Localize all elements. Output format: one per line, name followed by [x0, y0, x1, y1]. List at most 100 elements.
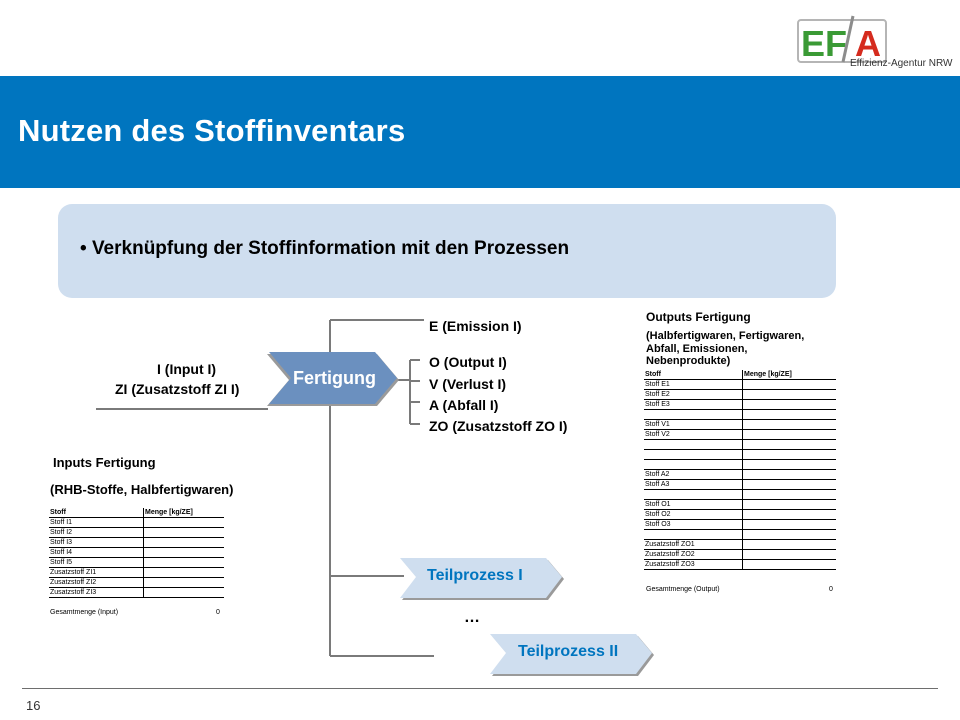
- table-cell-menge: [742, 509, 836, 520]
- table-row: [644, 409, 836, 420]
- table-cell-stoff: [644, 490, 743, 500]
- logo-letters-left: EF: [801, 23, 847, 64]
- table-row: Zusatzstoff ZO1: [644, 539, 836, 550]
- inputs-table-header: Stoff Menge [kg/ZE]: [49, 508, 224, 518]
- input-label: I (Input I): [157, 361, 217, 377]
- table-cell-stoff: [644, 450, 743, 460]
- outputs-total-value: 0: [829, 586, 833, 593]
- outputs-total-label: Gesamtmenge (Output): [646, 586, 720, 593]
- output-emission-label: E (Emission I): [429, 318, 522, 334]
- table-row: Stoff I2: [49, 527, 224, 538]
- table-cell-stoff: Stoff E1: [645, 381, 670, 388]
- table-row: Stoff A2: [644, 469, 836, 480]
- table-row: Stoff O1: [644, 499, 836, 510]
- table-row: Stoff O2: [644, 509, 836, 520]
- table-cell-stoff: Stoff I3: [50, 539, 73, 546]
- table-row: Stoff I3: [49, 537, 224, 548]
- table-cell-menge: [143, 517, 224, 528]
- table-row: [644, 489, 836, 500]
- table-cell-menge: [742, 379, 836, 390]
- table-cell-menge: [143, 547, 224, 558]
- outputs-table-header: Stoff Menge [kg/ZE]: [644, 370, 836, 380]
- table-cell-stoff: Zusatzstoff ZO3: [645, 561, 695, 568]
- table-cell-menge: [742, 549, 836, 560]
- output-output-label: O (Output I): [429, 354, 507, 370]
- outputs-col-stoff: Stoff: [645, 371, 661, 378]
- table-row: Zusatzstoff ZO2: [644, 549, 836, 560]
- outputs-heading: Outputs Fertigung: [646, 310, 751, 324]
- inputs-heading: Inputs Fertigung: [53, 455, 156, 470]
- table-row: [644, 459, 836, 470]
- subprocess-1-label: Teilprozess I: [427, 567, 523, 584]
- output-abfall-label: A (Abfall I): [429, 397, 499, 413]
- inputs-col-menge: Menge [kg/ZE]: [143, 508, 224, 518]
- table-cell-menge: [742, 419, 836, 430]
- table-row: Stoff I1: [49, 517, 224, 528]
- table-cell-stoff: Stoff I2: [50, 529, 73, 536]
- efa-logo: EF A: [797, 15, 887, 64]
- table-row: Zusatzstoff ZI2: [49, 577, 224, 588]
- table-cell-stoff: Stoff V1: [645, 421, 670, 428]
- table-cell-menge: [143, 557, 224, 568]
- bullet-text: • Verknüpfung der Stoffinformation mit d…: [80, 238, 569, 260]
- table-cell-stoff: Stoff O3: [645, 521, 671, 528]
- table-row: Stoff E1: [644, 379, 836, 390]
- table-cell-menge: [742, 479, 836, 490]
- table-row: [644, 529, 836, 540]
- table-cell-stoff: Stoff A3: [645, 481, 670, 488]
- page-title: Nutzen des Stoffinventars: [18, 113, 406, 148]
- table-row: Stoff A3: [644, 479, 836, 490]
- table-cell-menge: [742, 389, 836, 400]
- table-cell-menge: [143, 567, 224, 578]
- table-cell-stoff: Stoff V2: [645, 431, 670, 438]
- table-row: [644, 449, 836, 460]
- table-cell-stoff: Zusatzstoff ZO1: [645, 541, 695, 548]
- table-cell-menge: [143, 577, 224, 588]
- table-row: Zusatzstoff ZI3: [49, 587, 224, 598]
- inputs-subheading: (RHB-Stoffe, Halbfertigwaren): [50, 482, 234, 497]
- table-cell-menge: [143, 537, 224, 548]
- logo-letters-right: A: [855, 23, 881, 64]
- table-cell-stoff: [644, 460, 743, 470]
- output-zusatzstoff-label: ZO (Zusatzstoff ZO I): [429, 418, 568, 434]
- table-cell-stoff: Stoff E3: [645, 401, 670, 408]
- table-row: Stoff I4: [49, 547, 224, 558]
- table-cell-stoff: Zusatzstoff ZI2: [50, 579, 97, 586]
- outputs-subheading-2: Abfall, Emissionen,: [646, 343, 748, 355]
- table-cell-stoff: Zusatzstoff ZI3: [50, 589, 97, 596]
- table-cell-stoff: Zusatzstoff ZO2: [645, 551, 695, 558]
- bullet-box: [58, 204, 836, 298]
- table-cell-menge: [143, 527, 224, 538]
- table-cell-stoff: [644, 410, 743, 420]
- table-row: Stoff E3: [644, 399, 836, 410]
- inputs-total-value: 0: [216, 609, 220, 616]
- table-cell-menge: [742, 529, 836, 540]
- bullet-dot: •: [80, 238, 92, 259]
- table-cell-menge: [742, 499, 836, 510]
- table-row: Stoff V1: [644, 419, 836, 430]
- table-row: Stoff V2: [644, 429, 836, 440]
- table-cell-stoff: [644, 530, 743, 540]
- table-cell-stoff: [644, 440, 743, 450]
- header-band: [0, 76, 960, 188]
- table-cell-menge: [742, 409, 836, 420]
- process-fertigung-label: Fertigung: [293, 368, 376, 388]
- outputs-subheading-3: Nebenprodukte): [646, 355, 731, 367]
- outputs-subheading-1: (Halbfertigwaren, Fertigwaren,: [646, 330, 805, 342]
- table-cell-menge: [143, 587, 224, 598]
- table-cell-menge: [742, 539, 836, 550]
- table-cell-menge: [742, 399, 836, 410]
- table-row: Zusatzstoff ZO3: [644, 559, 836, 570]
- table-cell-menge: [742, 489, 836, 500]
- output-verlust-label: V (Verlust I): [429, 376, 507, 392]
- table-cell-menge: [742, 429, 836, 440]
- zusatzstoff-input-label: ZI (Zusatzstoff ZI I): [115, 381, 240, 397]
- table-cell-stoff: Stoff O2: [645, 511, 671, 518]
- ellipsis: …: [464, 609, 480, 626]
- bullet-label: Verknüpfung der Stoffinformation mit den…: [91, 238, 570, 259]
